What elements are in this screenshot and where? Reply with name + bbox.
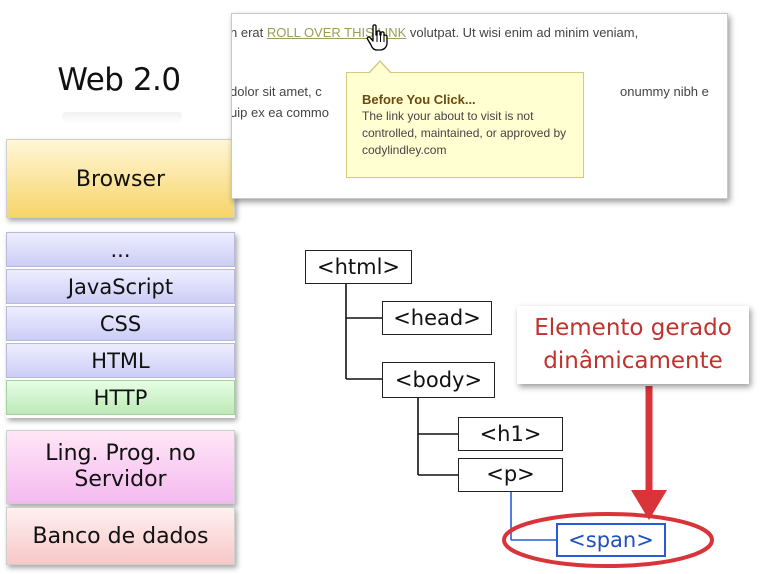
rollover-link[interactable]: ROLL OVER THIS LINK bbox=[266, 25, 407, 40]
tree-node-span: <span> bbox=[556, 523, 666, 557]
tree-node-head: <head> bbox=[382, 301, 492, 335]
tree-node-p: <p> bbox=[458, 458, 563, 492]
server-language-box: Ling. Prog. no Servidor bbox=[6, 430, 235, 504]
stack-layer-javascript: JavaScript bbox=[6, 269, 235, 304]
page-title: Web 2.0 bbox=[57, 62, 181, 98]
tree-node-html: <html> bbox=[305, 250, 412, 284]
screenshot-text: n erat bbox=[231, 25, 267, 40]
red-arrow bbox=[631, 386, 667, 520]
dynamic-element-callout: Elemento gerado dinâmicamente bbox=[517, 306, 749, 384]
stack-layer-html: HTML bbox=[6, 343, 235, 378]
tree-node-body: <body> bbox=[382, 362, 495, 398]
tooltip-title: Before You Click... bbox=[362, 92, 476, 107]
screenshot-line-2-right: onummy nibh e bbox=[620, 84, 709, 99]
tooltip-arrow-fill bbox=[369, 62, 391, 74]
server-language-line-2: Servidor bbox=[74, 467, 167, 492]
stack-layer-css: CSS bbox=[6, 306, 235, 341]
screenshot-line-2: dolor sit amet, c bbox=[231, 84, 322, 99]
client-stack: ... JavaScript CSS HTML HTTP bbox=[6, 232, 235, 418]
tree-node-h1: <h1> bbox=[458, 417, 563, 451]
hand-cursor-icon bbox=[366, 24, 388, 51]
screenshot-line-1: n erat ROLL OVER THIS LINK volutpat. Ut … bbox=[231, 25, 639, 40]
screenshot-text: volutpat. Ut wisi enim ad minim veniam, bbox=[406, 25, 639, 40]
database-box: Banco de dados bbox=[6, 507, 235, 565]
span-connector bbox=[510, 492, 556, 541]
tooltip: Before You Click... The link your about … bbox=[346, 72, 584, 178]
tree-lines bbox=[345, 284, 458, 476]
screenshot-line-3: uip ex ea commo bbox=[231, 105, 329, 120]
tooltip-body-1: The link your about to visit is not bbox=[362, 109, 534, 123]
tooltip-body-3: codylindley.com bbox=[362, 143, 447, 157]
callout-line-1: Elemento gerado bbox=[534, 315, 732, 341]
stack-layer-http: HTTP bbox=[6, 380, 235, 415]
span-highlight-ellipse bbox=[502, 512, 714, 568]
browser-box: Browser bbox=[6, 139, 235, 218]
stack-layer-ellipsis: ... bbox=[6, 232, 235, 267]
tooltip-body-2: controlled, maintained, or approved by bbox=[362, 126, 567, 140]
title-reflection bbox=[62, 112, 182, 124]
server-language-line-1: Ling. Prog. no bbox=[45, 441, 196, 466]
callout-line-2: dinâmicamente bbox=[543, 348, 723, 374]
tooltip-screenshot: n erat ROLL OVER THIS LINK volutpat. Ut … bbox=[231, 13, 728, 199]
